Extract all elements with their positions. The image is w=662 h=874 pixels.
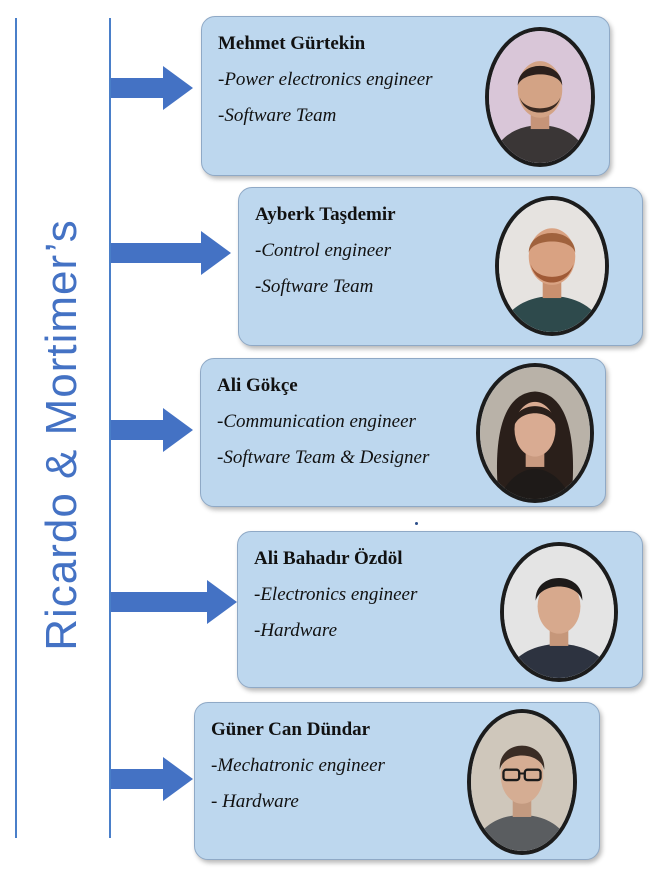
member-name: Ali Bahadır Özdöl: [254, 548, 403, 569]
left-timeline-line: [15, 18, 17, 838]
arrow-icon: [111, 408, 193, 452]
stray-dot: [415, 522, 418, 525]
member-role: -Power electronics engineer: [218, 69, 433, 90]
member-card: Ayberk Taşdemir -Control engineer -Softw…: [238, 187, 643, 346]
member-card: Ali Gökçe -Communication engineer -Softw…: [200, 358, 606, 507]
member-card: Mehmet Gürtekin -Power electronics engin…: [201, 16, 610, 176]
member-team: - Hardware: [211, 791, 299, 812]
team-title: Ricardo & Mortimer’s: [37, 219, 86, 651]
member-name: Ayberk Taşdemir: [255, 204, 396, 225]
arrow-icon: [111, 66, 193, 110]
member-photo-icon: [476, 363, 594, 503]
member-photo-icon: [467, 709, 577, 855]
member-card: Ali Bahadır Özdöl -Electronics engineer …: [237, 531, 643, 688]
member-name: Güner Can Dündar: [211, 719, 371, 740]
member-photo-icon: [495, 196, 609, 336]
member-card: Güner Can Dündar -Mechatronic engineer -…: [194, 702, 600, 860]
member-photo-icon: [485, 27, 595, 167]
member-role: -Mechatronic engineer: [211, 755, 385, 776]
arrow-icon: [111, 757, 193, 801]
member-team: -Hardware: [254, 620, 338, 641]
member-role: -Control engineer: [255, 240, 391, 261]
member-name: Ali Gökçe: [217, 375, 298, 396]
arrow-icon: [111, 580, 237, 624]
member-name: Mehmet Gürtekin: [218, 33, 366, 54]
member-team: -Software Team: [218, 105, 337, 126]
right-timeline-line: [109, 18, 111, 838]
arrow-icon: [111, 231, 231, 275]
member-team: -Software Team: [255, 276, 374, 297]
member-team: -Software Team & Designer: [217, 447, 430, 468]
member-photo-icon: [500, 542, 618, 682]
member-role: -Communication engineer: [217, 411, 416, 432]
member-role: -Electronics engineer: [254, 584, 418, 605]
